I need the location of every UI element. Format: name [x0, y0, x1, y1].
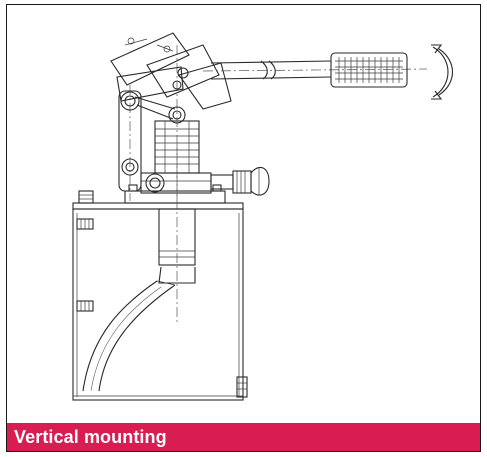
tank-top-plate	[72, 190, 244, 210]
motion-arc-icon	[431, 44, 453, 100]
grip-texture	[335, 57, 403, 83]
caption-bar: Vertical mounting	[7, 423, 480, 451]
pump-body	[124, 45, 226, 205]
lever-head	[110, 32, 232, 110]
reservoir-tank	[72, 208, 248, 401]
suction-tube	[82, 145, 196, 392]
figure-card: Vertical mounting	[6, 4, 481, 452]
release-valve	[210, 166, 270, 196]
pump-handle	[202, 52, 428, 88]
pump-drawing	[7, 5, 479, 423]
figure-caption: Vertical mounting	[14, 426, 167, 447]
hand-pump-diagram	[72, 32, 453, 401]
